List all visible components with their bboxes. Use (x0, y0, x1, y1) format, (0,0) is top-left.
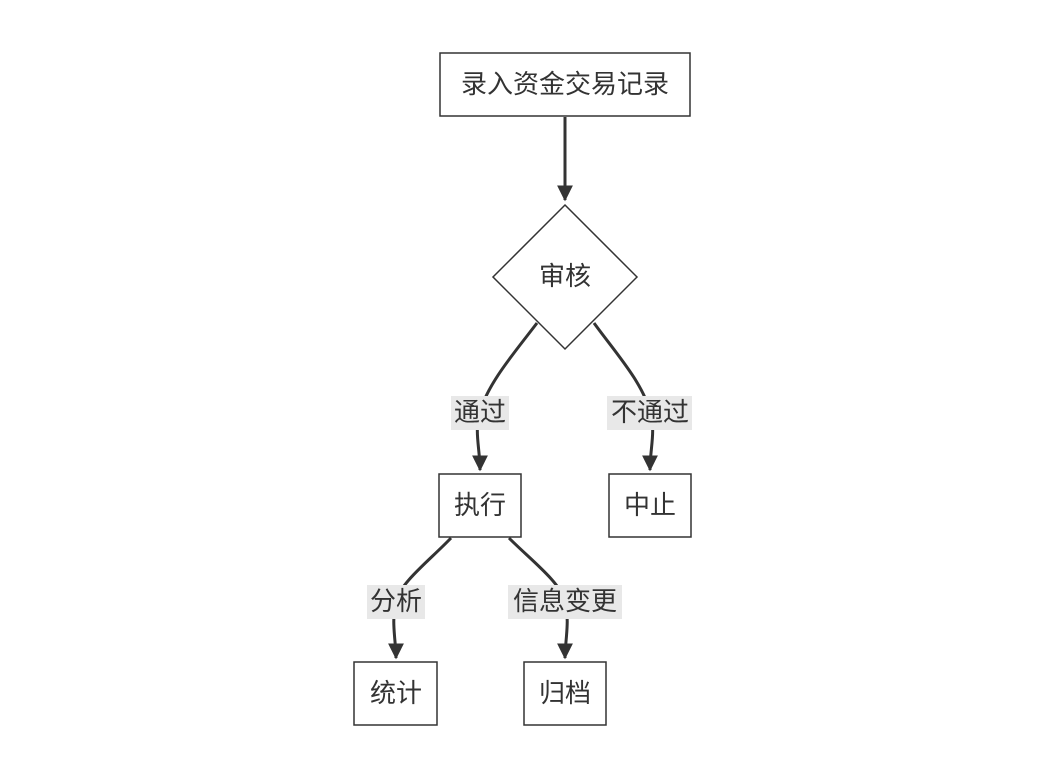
node-execute-label: 执行 (454, 491, 506, 521)
node-abort[interactable]: 中止 (608, 473, 692, 538)
node-execute[interactable]: 执行 (438, 473, 522, 538)
node-stats[interactable]: 统计 (353, 661, 438, 726)
edge-label-reject-text: 不通过 (611, 398, 689, 428)
edge-label-analyze: 分析 (367, 585, 425, 619)
edge-label-analyze-text: 分析 (370, 587, 422, 617)
edge-label-reject: 不通过 (607, 396, 692, 430)
node-record-label: 录入资金交易记录 (461, 70, 669, 100)
node-abort-label: 中止 (624, 491, 676, 521)
edge-labels-group: 通过 不通过 分析 信息变更 (367, 396, 692, 619)
node-archive-label: 归档 (539, 679, 591, 709)
nodes-group: 录入资金交易记录 审核 执行 中止 统计 归档 (353, 52, 692, 726)
edge-label-info-change: 信息变更 (508, 585, 622, 619)
edge-label-pass-text: 通过 (454, 398, 506, 428)
node-review-label: 审核 (539, 262, 591, 292)
node-stats-label: 统计 (370, 679, 422, 709)
edges-group (387, 117, 659, 660)
node-archive[interactable]: 归档 (523, 661, 607, 726)
node-record[interactable]: 录入资金交易记录 (439, 52, 691, 117)
edge-label-info-change-text: 信息变更 (513, 587, 617, 617)
edge-label-pass: 通过 (451, 396, 509, 430)
node-review[interactable]: 审核 (491, 203, 639, 351)
